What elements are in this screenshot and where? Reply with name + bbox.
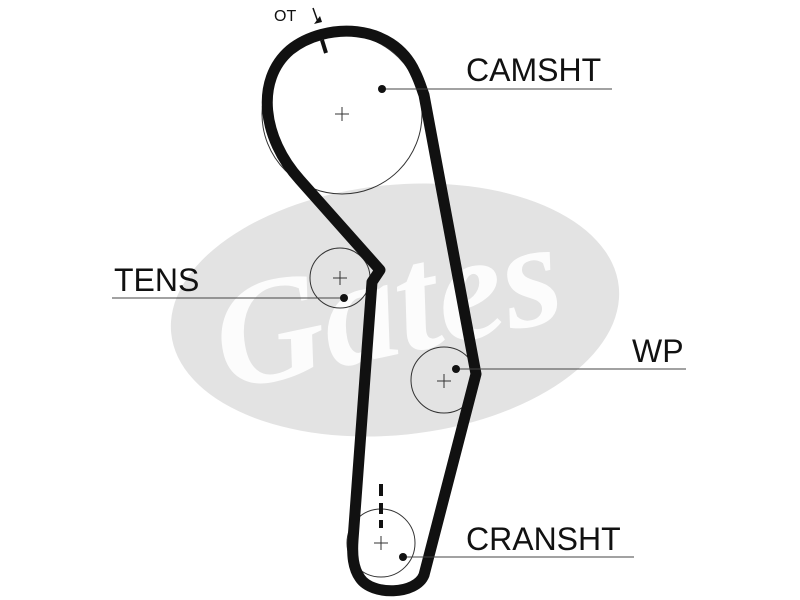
ot-arrow-icon xyxy=(312,7,322,24)
leader-lines xyxy=(112,88,686,558)
crankshaft-center-cross xyxy=(374,536,388,550)
watermark-ellipse xyxy=(170,183,620,437)
pulley-centers xyxy=(333,107,451,550)
timing-marks xyxy=(320,39,383,528)
camshaft-label: CAMSHT xyxy=(466,52,601,88)
ot-label: OT xyxy=(274,8,296,25)
camshaft-timing-mark xyxy=(320,39,328,54)
tensioner-label: TENS xyxy=(114,262,199,298)
timing-belt xyxy=(261,25,482,597)
leader-dots xyxy=(340,85,460,561)
tensioner-center-cross xyxy=(333,271,347,285)
water-pump-label: WP xyxy=(632,333,684,369)
crankshaft-label: CRANSHT xyxy=(466,521,621,557)
water-pump-center-cross xyxy=(437,374,451,388)
gates-watermark-logo: Gates xyxy=(170,183,620,437)
camshaft-center-cross xyxy=(335,107,349,121)
